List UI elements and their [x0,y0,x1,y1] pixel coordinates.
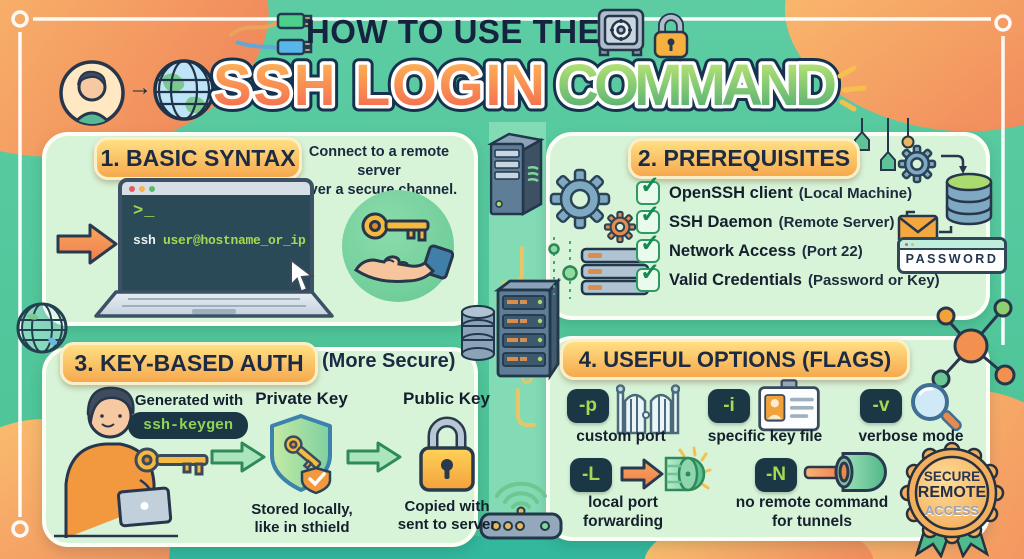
badge-basic-syntax: 1. BASIC SYNTAX [94,137,302,180]
flag-label-verbose: verbose mode [858,428,964,445]
private-key-title: Private Key [255,389,348,408]
svg-text:SSH LOGIN: SSH LOGIN [213,53,545,118]
flag-label-port-forwarding: local port forwarding [582,494,664,530]
avatar-icon [59,60,125,126]
svg-text:COMMAND: COMMAND [557,53,837,118]
password-field-text: PASSWORD [905,252,999,266]
laptop-base [94,290,334,318]
laptop-terminal-window: >_ ssh user@hostname_or_ip [118,178,314,298]
cursor-icon [290,258,315,292]
checklist-item: ✓ SSH Daemon (Remote Server) [636,203,940,234]
badge-text-secure: SECURE [923,469,981,484]
password-field-titlebar [900,240,1004,250]
wifi-router-icon [479,481,563,540]
flag-chip-p: -p [567,389,609,423]
badge-suffix-more-secure: (More Secure) [322,350,456,372]
badge-useful-options: 4. USEFUL OPTIONS (FLAGS) [560,339,910,380]
svg-text:SSH LOGIN: SSH LOGIN [213,53,545,118]
secure-remote-access-badge: SECURE REMOTE ACCESS [893,436,1011,558]
private-key-caption: Stored locally, like in sthield [251,501,353,536]
flag-chip-N: -N [755,458,797,492]
svg-text:SSH LOGIN: SSH LOGIN [213,53,545,118]
flow-arrow-icon: → [128,74,152,101]
padlock-header-icon [653,13,689,59]
flag-label-key-file: specific key file [707,428,823,445]
server-rack-icon [461,278,562,381]
password-field: PASSWORD [897,237,1007,274]
green-arrow-icon [346,441,402,473]
checkbox-icon: ✓ [636,174,660,205]
flag-chip-L: -L [570,458,612,492]
globe-wireframe-icon [16,302,68,354]
checkbox-icon: ✓ [636,203,660,234]
svg-text:COMMAND: COMMAND [557,53,837,118]
generated-with-label: Generated with [134,392,244,409]
checklist-item: ✓ OpenSSH client (Local Machine) [636,174,940,205]
key-in-hand-icon [353,212,454,283]
checklist-item: ✓ Valid Credentials (Password or Key) [636,261,940,292]
magnifier-icon [911,383,962,432]
flag-label-custom-port: custom port [576,428,666,445]
flag-chip-i: -i [708,389,750,423]
server-tower-icon [487,132,545,217]
badge-prerequisites: 2. PREREQUISITES [628,138,860,179]
person-at-laptop-illustration [54,386,178,538]
svg-text:COMMAND: COMMAND [557,53,837,118]
gear-database-mail-cluster [897,144,993,240]
flag-chip-v: -v [860,389,902,423]
globe-header-icon [153,59,215,121]
padlock-public-key-icon [419,416,475,492]
window-minimize-dot [139,185,145,192]
port-forwarding-tunnel-icon [620,446,712,492]
molecule-icon [931,298,1016,389]
terminal-content: >_ ssh user@hostname_or_ip [122,195,310,248]
checkbox-icon: ✓ [636,232,660,263]
tunnel-icon [803,452,887,492]
prerequisites-checklist: ✓ OpenSSH client (Local Machine) ✓ SSH D… [636,174,940,298]
orange-arrow-icon [56,223,118,265]
checkbox-icon: ✓ [636,261,660,292]
terminal-command: ssh user@hostname_or_ip [133,233,306,248]
hand-key-circle [342,190,454,302]
badge-text-access: ACCESS [924,503,980,518]
rosette-seal-icon [899,441,1005,558]
gears-servers-icon-cluster [548,168,650,299]
header-title-line1: HOW TO USE THE [305,13,601,50]
window-close-dot [129,185,135,192]
public-key-caption: Copied with sent to server [397,498,497,533]
shield-key-icon [270,414,332,495]
green-arrow-icon [210,441,266,473]
terminal-titlebar [122,182,310,195]
badge-text-remote: REMOTE [917,484,987,501]
cable-plug-icon [228,12,313,56]
hanging-tags-decoration [854,118,915,171]
header-title-line2: SSH LOGIN SSH LOGIN SSH LOGIN COMMAND CO… [207,48,844,118]
terminal-prompt: >_ [133,202,156,221]
gate-icon [616,384,680,435]
badge-key-based-auth: 3. KEY-BASED AUTH [60,342,318,385]
flag-label-no-remote-command: no remote command for tunnels [735,494,889,530]
public-key-title: Public Key [403,389,490,408]
safe-icon [597,8,645,57]
sparkle-decoration [837,65,867,112]
id-card-icon [758,379,820,432]
checklist-item: ✓ Network Access (Port 22) [636,232,940,263]
yellow-key-icon [134,447,209,476]
window-maximize-dot [149,185,155,192]
ssh-keygen-pill: ssh-keygen [128,412,248,439]
